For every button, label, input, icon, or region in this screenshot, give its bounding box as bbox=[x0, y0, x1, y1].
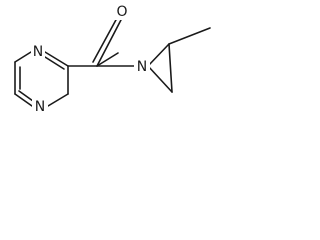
bond bbox=[14, 93, 33, 107]
atom-labels: N N O N bbox=[31, 4, 150, 115]
bond bbox=[147, 65, 173, 93]
bond bbox=[44, 51, 69, 67]
chemical-structure: N N O N bbox=[14, 4, 211, 115]
atom-label-carbonyl-o: O bbox=[116, 4, 127, 20]
bond bbox=[44, 56, 65, 70]
bond bbox=[18, 90, 34, 102]
bond bbox=[96, 17, 123, 67]
atom-label-pyrazine-n-bottom: N bbox=[35, 99, 45, 115]
bond bbox=[96, 52, 119, 67]
carbonyl-group bbox=[67, 17, 137, 67]
bond bbox=[92, 17, 118, 63]
bond bbox=[14, 51, 32, 63]
bond bbox=[168, 27, 211, 45]
aziridine-ring bbox=[147, 27, 211, 93]
bond bbox=[147, 43, 170, 67]
bond bbox=[47, 93, 69, 107]
bond bbox=[168, 43, 173, 93]
atom-label-pyrazine-n-top: N bbox=[33, 44, 43, 60]
atom-label-aziridine-n: N bbox=[137, 59, 147, 75]
pyrazine-ring bbox=[14, 51, 69, 107]
